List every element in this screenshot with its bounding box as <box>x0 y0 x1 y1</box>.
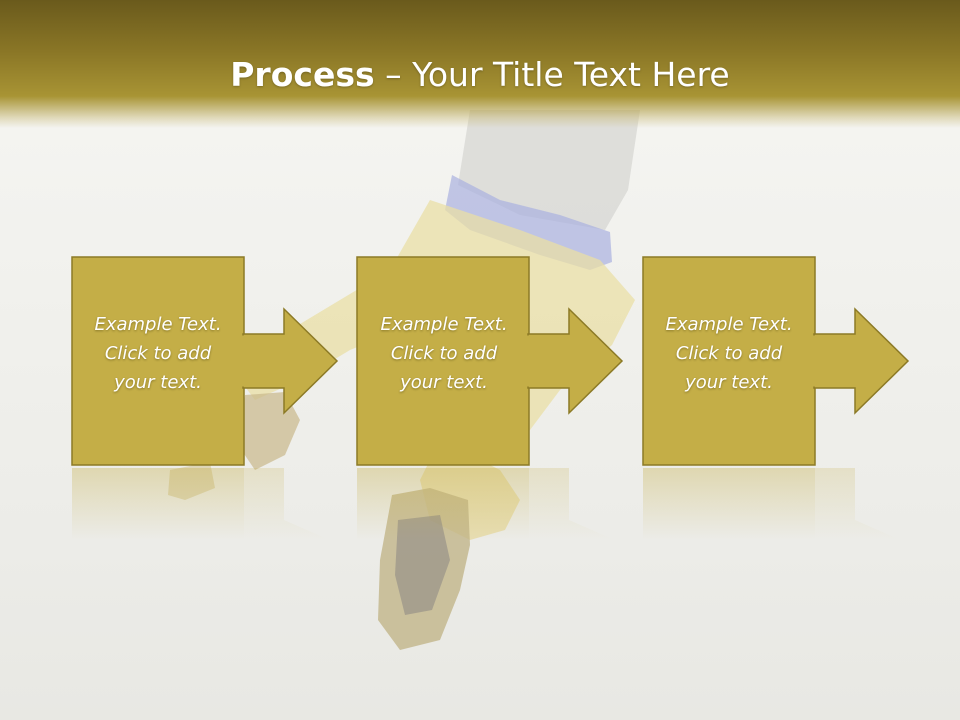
step-3[interactable] <box>642 256 910 466</box>
step-2-line-2: Click to add <box>390 343 498 364</box>
step-2-text[interactable]: Example Text. Click to add your text. <box>357 310 531 397</box>
step-3-text[interactable]: Example Text. Click to add your text. <box>642 310 816 397</box>
step-3-line-1: Example Text. <box>665 314 793 335</box>
arrow-2-icon <box>527 307 624 415</box>
step-2-line-1: Example Text. <box>380 314 508 335</box>
step-2-line-3: your text. <box>400 372 488 393</box>
title-bold: Process <box>230 55 375 94</box>
arrow-1-icon <box>242 307 339 415</box>
step-1-line-2: Click to add <box>104 343 212 364</box>
step-1-text[interactable]: Example Text. Click to add your text. <box>71 310 245 397</box>
step-1[interactable] <box>71 256 339 466</box>
reflections <box>72 468 901 540</box>
step-3-line-3: your text. <box>685 372 773 393</box>
step-1-line-3: your text. <box>114 372 202 393</box>
arrow-3-icon <box>813 307 910 415</box>
step-3-box <box>642 256 816 466</box>
step-1-box <box>71 256 245 466</box>
step-2-box <box>356 256 530 466</box>
step-2[interactable] <box>356 256 624 466</box>
slide-title[interactable]: Process – Your Title Text Here <box>0 50 960 100</box>
title-rest: – Your Title Text Here <box>374 55 730 94</box>
step-1-line-1: Example Text. <box>94 314 222 335</box>
title-band <box>0 0 960 128</box>
step-3-line-2: Click to add <box>675 343 783 364</box>
